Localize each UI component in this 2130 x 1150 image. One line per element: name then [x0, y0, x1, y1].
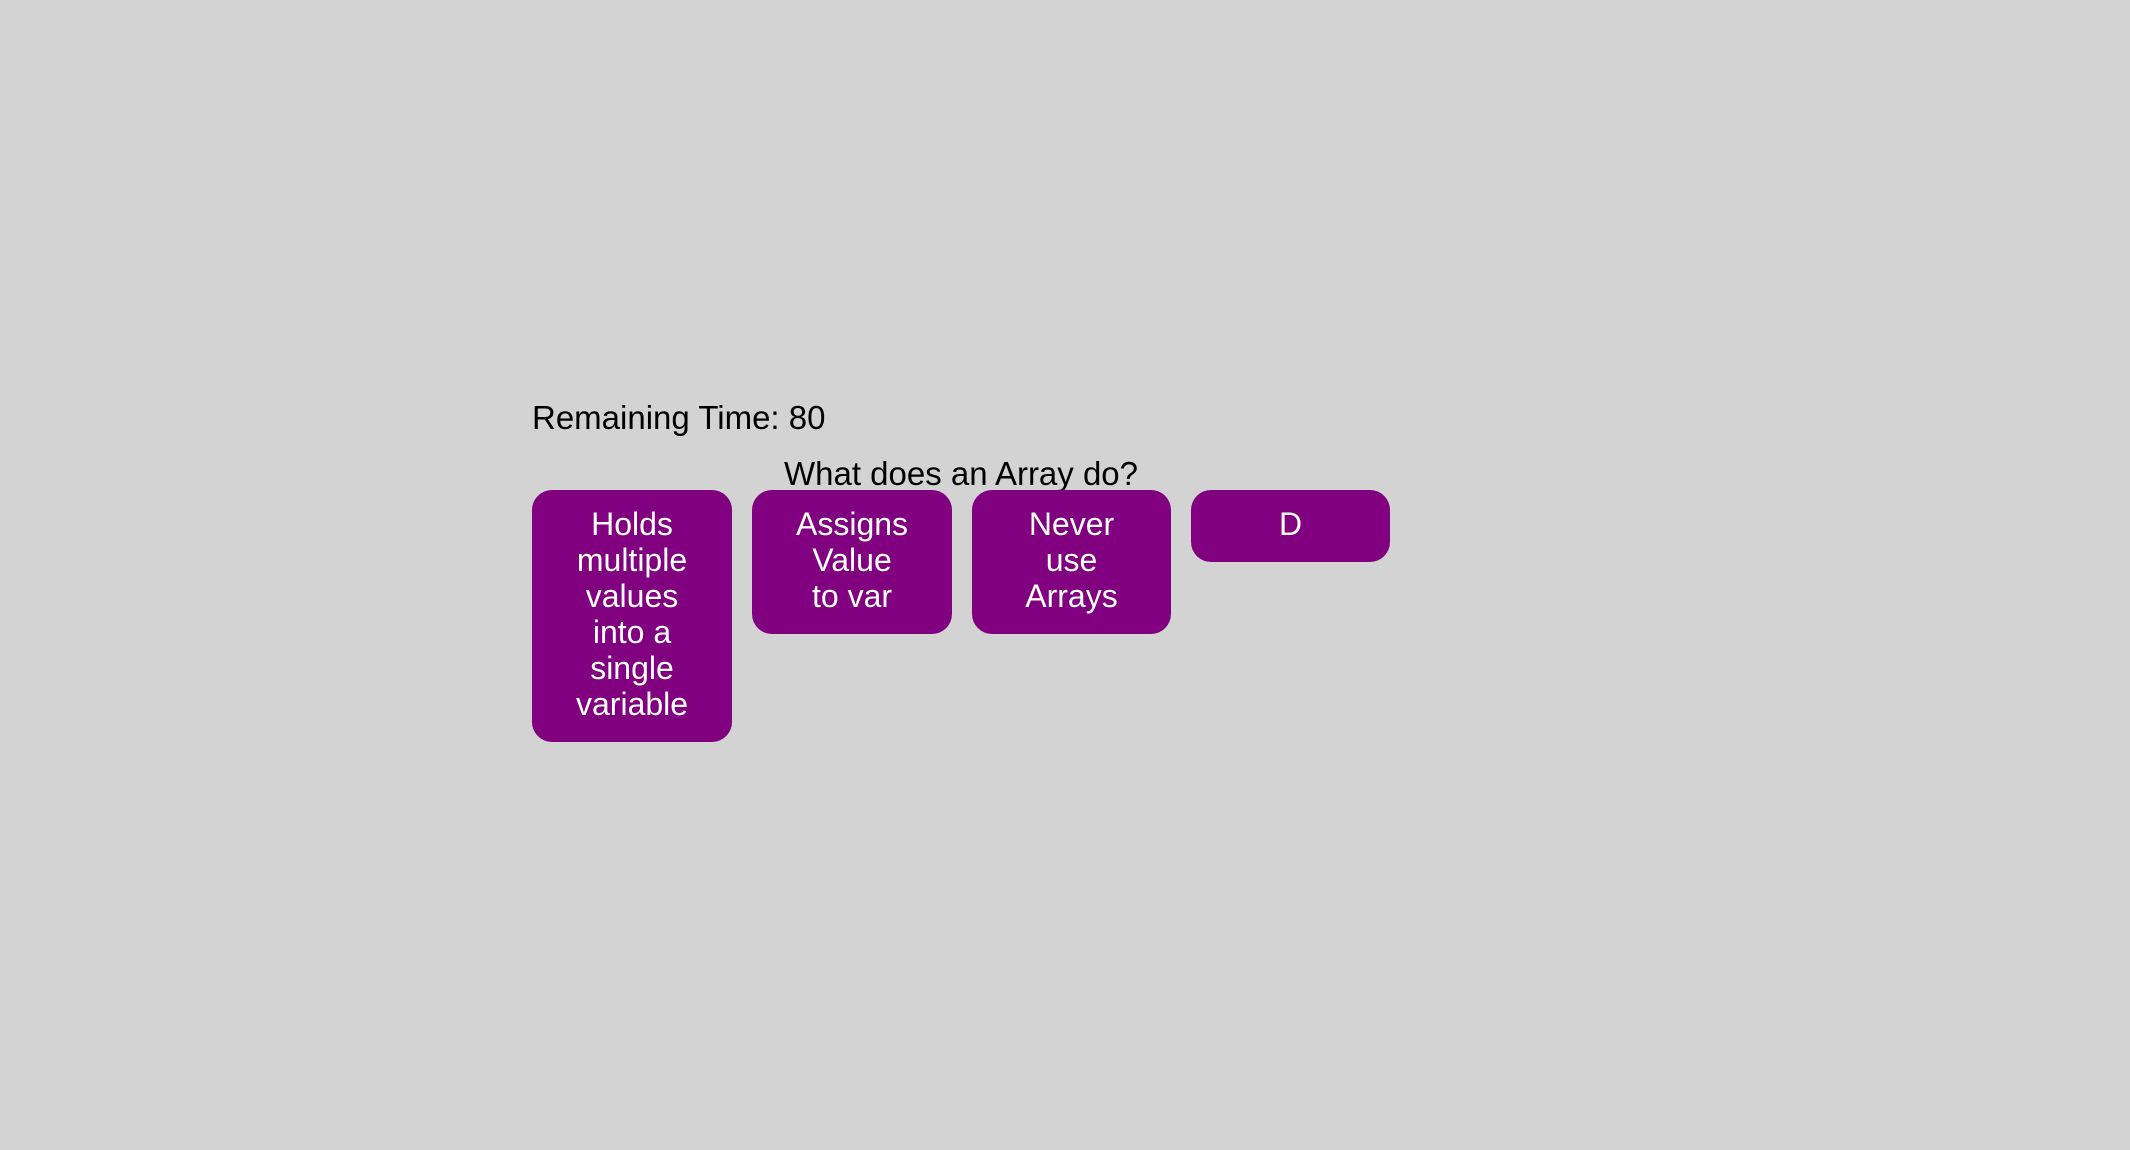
- quiz-container: Remaining Time: 80 What does an Array do…: [532, 398, 1390, 742]
- answer-button-1[interactable]: Holds multiple values into a single vari…: [532, 490, 732, 742]
- answer-label: Holds multiple values into a single vari…: [576, 506, 689, 722]
- answer-label: D: [1278, 506, 1303, 542]
- remaining-time: Remaining Time: 80: [532, 399, 826, 436]
- answer-button-4[interactable]: D: [1191, 490, 1390, 562]
- answer-list: Holds multiple values into a single vari…: [532, 490, 1390, 742]
- answer-button-2[interactable]: Assigns Value to var: [752, 490, 952, 634]
- answer-button-3[interactable]: Never use Arrays: [972, 490, 1171, 634]
- question-text: What does an Array do?: [783, 455, 1139, 492]
- answer-label: Never use Arrays: [1025, 506, 1118, 614]
- answer-label: Assigns Value to var: [796, 506, 909, 614]
